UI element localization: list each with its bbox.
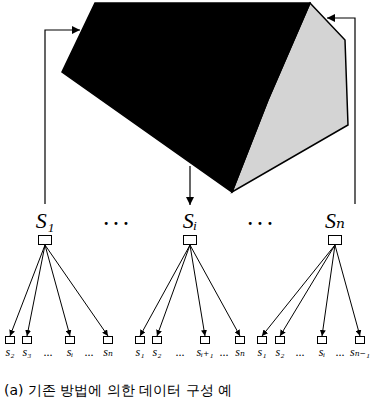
- fan-out-arrow: [45, 245, 70, 336]
- input-arrow: [45, 30, 80, 204]
- node-label: s₃: [23, 345, 32, 359]
- cube-dark-face: [62, 3, 310, 192]
- node-label: s₁: [258, 345, 267, 359]
- node-square: [200, 336, 210, 344]
- element-node: s₃: [22, 336, 32, 359]
- fan-out-arrow: [157, 245, 190, 336]
- node-square: [328, 235, 342, 245]
- input-arrow: [327, 18, 355, 204]
- fan-out-arrow: [140, 245, 190, 336]
- element-node: s₁: [135, 336, 145, 359]
- fan-out-arrow: [335, 245, 360, 336]
- node-square: [257, 336, 267, 344]
- node-label: s₁: [136, 345, 145, 359]
- node-square: [152, 336, 162, 344]
- series-node: Sᵢ: [183, 208, 197, 245]
- node-square: [235, 336, 245, 344]
- series-node: Sₙ: [325, 208, 345, 245]
- fan-out-arrow: [45, 245, 108, 336]
- fan-out-arrow: [280, 245, 335, 336]
- ellipsis-label: ...: [296, 345, 305, 359]
- series-node: S₁: [36, 208, 55, 245]
- node-label: sᵢ: [67, 345, 74, 359]
- node-square: [355, 336, 365, 344]
- node-square: [317, 336, 327, 344]
- figure-caption: (a) 기존 방법에 의한 데이터 구성 예: [4, 382, 232, 400]
- node-square: [65, 336, 75, 344]
- fan-out-arrow: [322, 245, 335, 336]
- node-square: [22, 336, 32, 344]
- node-label: sₙ₋₁: [350, 345, 370, 359]
- node-label: sₙ: [235, 345, 245, 359]
- ellipsis-label: ...: [176, 345, 185, 359]
- element-node: sᵢ: [317, 336, 327, 359]
- element-node: sₙ: [235, 336, 245, 359]
- fan-out-arrow: [190, 245, 240, 336]
- node-label: sᵢ₊₁: [196, 345, 213, 359]
- element-node: s₂: [152, 336, 162, 359]
- node-square: [103, 336, 113, 344]
- fan-out-arrow: [262, 245, 335, 336]
- element-node: s₁: [257, 336, 267, 359]
- output-arrow: [189, 166, 190, 205]
- element-node: s₂: [5, 336, 15, 359]
- element-node: sᵢ₊₁: [196, 336, 213, 359]
- ellipsis-label: ...: [85, 345, 94, 359]
- node-label: s₂: [6, 345, 15, 359]
- ellipsis-dots: •••: [103, 218, 133, 229]
- element-node: sₙ: [103, 336, 113, 359]
- ellipsis-label: ...: [44, 345, 53, 359]
- element-node: sₙ₋₁: [350, 336, 370, 359]
- element-node: s₂: [275, 336, 285, 359]
- element-node: sᵢ: [65, 336, 75, 359]
- node-label: sᵢ: [319, 345, 326, 359]
- node-label: S₁: [36, 208, 55, 233]
- node-square: [38, 235, 52, 245]
- ellipsis-label: ...: [220, 345, 229, 359]
- ellipsis-label: ...: [336, 345, 345, 359]
- node-square: [275, 336, 285, 344]
- node-label: s₂: [153, 345, 162, 359]
- node-square: [5, 336, 15, 344]
- fan-out-arrow: [10, 245, 45, 336]
- node-label: s₂: [276, 345, 285, 359]
- ellipsis-dots: •••: [247, 218, 277, 229]
- node-label: sₙ: [103, 345, 113, 359]
- node-label: Sᵢ: [183, 208, 197, 233]
- node-square: [183, 235, 197, 245]
- fan-out-arrow: [27, 245, 45, 336]
- node-square: [135, 336, 145, 344]
- node-label: Sₙ: [325, 208, 345, 233]
